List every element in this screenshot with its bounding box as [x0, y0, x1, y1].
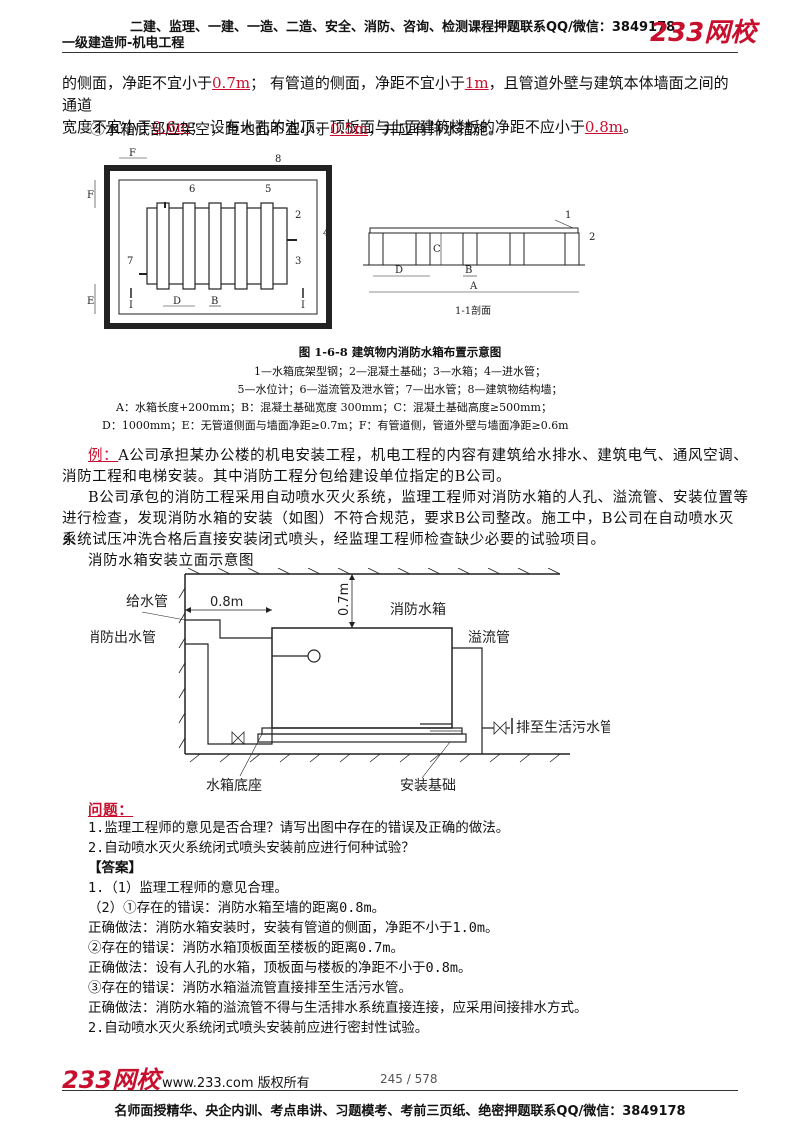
value-0.7m: 0.7m [212, 74, 251, 92]
example-line3: B公司承包的消防工程采用自动喷水灭火系统，监理工程师对消防水箱的人孔、溢流管、安… [88, 490, 749, 506]
dim-label-B-plan: B [211, 296, 218, 307]
question-1: 1.监理工程师的意见是否合理？请写出图中存在的错误及正确的做法。 [88, 820, 510, 836]
page-number: 245 / 578 [380, 1072, 438, 1086]
value-0.5m: 0.5m [330, 120, 369, 138]
text-segment: 的侧面，净距不宜小于 [62, 74, 213, 92]
figure1-legend-line4: D：1000mm；E：无管道侧面与墙面净距≥0.7m；F：有管道侧，管道外壁与墙… [102, 419, 569, 432]
callout-3: 3 [295, 256, 301, 267]
header-logo: 233网校 [650, 18, 757, 48]
dim-0.7m: 0.7m [337, 583, 352, 616]
callout-2-section: 2 [589, 232, 595, 243]
section-mark-right: I [301, 300, 305, 311]
feed-pipe [185, 619, 272, 639]
answer-line1: 1.（1）监理工程师的意见合理。 [88, 880, 288, 896]
callout-4: 4 [323, 228, 329, 239]
dim-label-B-section: B [465, 265, 472, 276]
example-figure-title: 消防水箱安装立面示意图 [88, 553, 255, 569]
dim-label-D-plan: D [173, 296, 181, 307]
label-tank-base: 水箱底座 [206, 778, 262, 794]
footer-divider [62, 1090, 738, 1091]
text-segment: ②水箱底部应架空，距地面不宜小于 [90, 120, 331, 138]
answer-line7: 正确做法：消防水箱的溢流管不得与生活排水系统直接连接，应采用间接排水方式。 [88, 1000, 588, 1016]
header-divider [62, 52, 738, 53]
label-foundation: 安装基础 [400, 777, 456, 794]
section-title: 1-1剖面 [455, 304, 491, 317]
answer-line2: （2）①存在的错误：消防水箱至墙的距离0.8m。 [88, 900, 386, 916]
label-outlet-pipe: 消防出水管 [90, 630, 156, 646]
dim-label-E-plan: E [87, 296, 94, 307]
callout-7: 7 [127, 256, 133, 267]
dim-label-F-plan: F [87, 190, 94, 201]
dim-label-D-section: D [395, 265, 403, 276]
example-line1: 例：A公司承担某办公楼的机电安装工程，机电工程的内容有建筑给水排水、建筑电气、通… [88, 446, 768, 467]
questions-label: 问题： [88, 802, 134, 819]
header-contact-line: 二建、监理、一建、一造、二造、安全、消防、咨询、检测课程押题联系QQ/微信：38… [130, 20, 676, 35]
text-segment: ； 设有人孔的池顶，顶板面与上面建筑楼板的净距不应小于 [190, 118, 585, 136]
answer-line6: ③存在的错误：消防水箱溢流管直接排至生活污水管。 [88, 980, 412, 996]
text-segment: ； 有管道的侧面，净距不宜小于 [250, 74, 465, 92]
callout-5: 5 [265, 184, 271, 195]
callout-1-section: 1 [565, 210, 571, 221]
dim-label-C-section: C [433, 244, 441, 255]
figure1-legend-line2: 5—水位计；6—溢流管及泄水管；7—出水管；8—建筑物结构墙； [237, 383, 563, 396]
footer-logo: 233网校 [62, 1066, 161, 1094]
example-line2: 消防工程和电梯安装。其中消防工程分包给建设单位指定的B公司。 [62, 469, 512, 485]
label-tank: 消防水箱 [390, 602, 446, 618]
example-label: 例： [88, 448, 119, 464]
value-0.6m: 0.6m [152, 118, 191, 136]
answer-label: 【答案】 [88, 860, 142, 876]
figure-tank-elevation: 0.8m 0.7m 给水管 消防水箱 消防出水管 溢流管 排至生活污水管 水箱底… [90, 568, 610, 794]
tank-body [271, 627, 453, 729]
dim-label-F-top: F [129, 148, 136, 159]
label-overflow-pipe: 溢流管 [468, 630, 510, 646]
value-1m: 1m [464, 74, 489, 92]
question-2: 2.自动喷水灭火系统闭式喷头安装前应进行何种试验？ [88, 840, 415, 856]
answer-line8: 2.自动喷水灭火系统闭式喷头安装前应进行密封性试验。 [88, 1020, 429, 1036]
drain-valve-icon [493, 721, 507, 735]
figure1-title: 图 1-6-8 建筑物内消防水箱布置示意图 [298, 345, 502, 359]
float-ball-icon [307, 649, 321, 663]
dim-0.8m: 0.8m [210, 595, 243, 610]
header-subject: 一级建造师-机电工程 [62, 36, 185, 51]
overflow-pipe [452, 647, 483, 754]
callout-2: 2 [295, 210, 301, 221]
text-segment: 宽度不宜小于 [62, 118, 153, 136]
answer-line3: 正确做法：消防水箱安装时，安装有管道的侧面，净距不小于1.0m。 [88, 920, 499, 936]
callout-6: 6 [189, 184, 195, 195]
figure1-legend-line3: A：水箱长度+200mm；B：混凝土基础宽度 300mm；C：混凝土基础高度≥5… [116, 401, 552, 414]
example-line4: 进行检查，发现消防水箱的安装（如图）不符合规范，要求B公司整改。施工中，B公司在… [62, 511, 734, 548]
answer-line5: 正确做法：设有人孔的水箱，顶板面与楼板的净距不小于0.8m。 [88, 960, 472, 976]
tank-foundation [257, 733, 467, 743]
valve-icon [231, 731, 245, 745]
value-0.8m: 0.8m [584, 118, 623, 136]
label-sewer: 排至生活污水管 [516, 720, 610, 736]
paragraph-clearance: 的侧面，净距不宜小于0.7m； 有管道的侧面，净距不宜小于1m，且管道外壁与建筑… [62, 72, 742, 138]
section-view: 1 2 C D B A 1-1剖面 [363, 210, 595, 317]
text-segment: ，且管道外壁与建筑本体墙面之间的通道 [62, 74, 729, 114]
example-line5: 系统试压冲洗合格后直接安装闭式喷头，经监理工程师检查缺少必要的试验项目。 [62, 532, 606, 548]
text-segment: 。 [622, 118, 638, 136]
section-mark-left: I [129, 300, 133, 311]
callout-8: 8 [275, 154, 281, 165]
paragraph-raised-bottom: ②水箱底部应架空，距地面不宜小于0.5m，并应有排水措施。 [90, 118, 770, 140]
answer-line4: ②存在的错误：消防水箱顶板面至楼板的距离0.7m。 [88, 940, 405, 956]
text-segment: A公司承担某办公楼的机电安装工程，机电工程的内容有建筑给水排水、建筑电气、通风空… [118, 448, 749, 464]
plan-view: F E F D B 8 6 5 2 4 3 7 I I [87, 148, 332, 329]
footer-promo: 名师面授精华、央企内训、考点串讲、习题模考、考前三页纸、绝密押题联系QQ/微信：… [114, 1104, 686, 1119]
footer-site[interactable]: www.233.com 版权所有 [162, 1076, 310, 1091]
label-feed-pipe: 给水管 [126, 594, 168, 610]
figure1-legend-line1: 1—水箱底架型钢；2—混凝土基础；3—水箱；4—进水管； [254, 365, 546, 378]
text-segment: ，并应有排水措施。 [368, 120, 504, 138]
outlet-pipe [185, 643, 209, 728]
figure-tank-layout: F E F D B 8 6 5 2 4 3 7 I I 1 2 C D B A … [87, 148, 595, 329]
dim-label-A-section: A [469, 281, 478, 292]
